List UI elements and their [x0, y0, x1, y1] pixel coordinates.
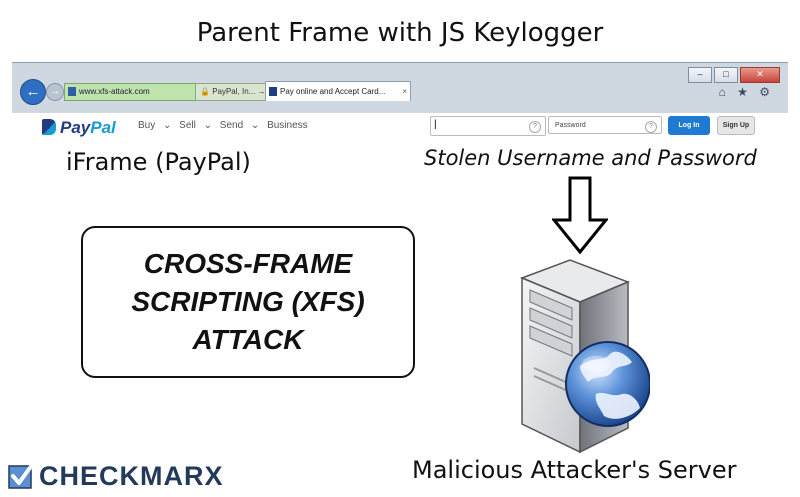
maximize-icon: □ — [723, 69, 729, 79]
checkmarx-logo: CHECKMARX — [8, 462, 224, 490]
checkmarx-wordmark: CHECKMARX — [39, 461, 224, 491]
username-input[interactable]: | ? — [430, 116, 546, 136]
paypal-logo[interactable]: PayPal — [42, 118, 116, 138]
password-input[interactable]: Password ? — [548, 116, 662, 134]
tab-pay-online[interactable]: Pay online and Accept Card... × — [265, 81, 411, 101]
paypal-header: PayPal Buy ⌄ Sell ⌄ Send ⌄ Business | ? … — [12, 113, 788, 146]
tab-pay-online-label: Pay online and Accept Card... — [280, 87, 386, 96]
server-label: Malicious Attacker's Server — [412, 456, 737, 484]
paypal-menu[interactable]: Buy ⌄ Sell ⌄ Send ⌄ Business — [138, 120, 308, 131]
stolen-credentials-label: Stolen Username and Password — [424, 146, 757, 170]
tab-paypal-inc[interactable]: 🔒 PayPal, In... → — [195, 83, 267, 101]
text-cursor: | — [434, 119, 437, 130]
window-controls: – □ ✕ — [686, 67, 780, 83]
toolbar-icons[interactable]: ⌂ ★ ⚙ — [718, 85, 774, 99]
close-window-button[interactable]: ✕ — [740, 67, 780, 83]
parent-frame-title: Parent Frame with JS Keylogger — [196, 18, 604, 48]
browser-window: – □ ✕ ← → www.xfs-attack.com ⌕ ▾ 🔒 PayPa… — [12, 62, 788, 146]
server-icon — [519, 259, 650, 454]
forward-arrow-icon: → — [50, 86, 60, 97]
address-url: www.xfs-attack.com — [79, 87, 150, 96]
close-icon: ✕ — [756, 69, 764, 79]
tab-close-icon[interactable]: × — [402, 87, 407, 96]
minimize-button[interactable]: – — [688, 67, 712, 83]
paypal-logo-pay: Pay — [60, 118, 91, 137]
checkbox-check-icon — [8, 463, 34, 489]
forward-button[interactable]: → — [46, 83, 64, 101]
login-button[interactable]: Log In — [668, 116, 710, 135]
site-favicon-icon — [68, 87, 76, 96]
back-arrow-icon: ← — [25, 83, 41, 100]
browser-chrome: – □ ✕ ← → www.xfs-attack.com ⌕ ▾ 🔒 PayPa… — [12, 62, 788, 114]
tab-paypal-inc-label: PayPal, In... — [212, 87, 256, 96]
attack-title: CROSS-FRAME SCRIPTING (XFS) ATTACK — [131, 248, 365, 355]
password-placeholder: Password — [555, 122, 586, 129]
attack-title-box: CROSS-FRAME SCRIPTING (XFS) ATTACK — [81, 226, 415, 378]
maximize-button[interactable]: □ — [714, 67, 738, 83]
down-arrow-icon — [552, 176, 608, 255]
paypal-logo-pal: Pal — [90, 118, 116, 137]
iframe-label: iFrame (PayPal) — [66, 148, 251, 176]
signup-button[interactable]: Sign Up — [717, 116, 755, 135]
paypal-p-icon — [42, 119, 56, 135]
minimize-icon: – — [697, 69, 703, 79]
username-help-icon[interactable]: ? — [529, 121, 541, 133]
password-help-icon[interactable]: ? — [645, 121, 657, 133]
paypal-favicon-icon — [269, 87, 277, 96]
back-button[interactable]: ← — [20, 79, 46, 105]
